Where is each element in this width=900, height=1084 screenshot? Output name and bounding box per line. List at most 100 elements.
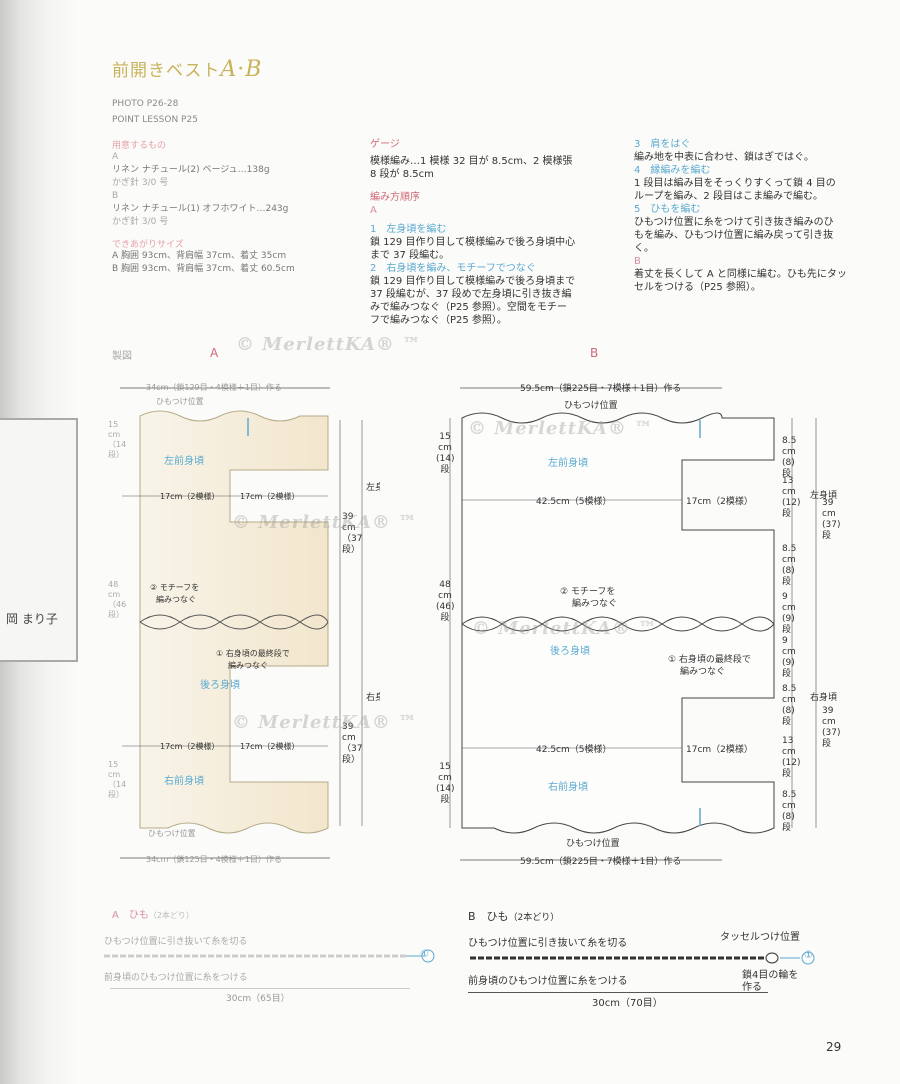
step2-line4: フで編みつなぐ（P25 参照）。	[370, 315, 507, 326]
cord-a-line1: ひもつけ位置に引き抜いて糸を切る	[104, 937, 248, 947]
materials-b-label: B	[112, 191, 119, 201]
page-number: 29	[826, 1040, 842, 1054]
cord-b-title: B ひも（2本どり）	[468, 910, 560, 923]
title-ab: A·B	[220, 57, 263, 82]
cord-b-line2: 前身頃のひもつけ位置に糸をつける	[468, 976, 628, 987]
diagram-b-motif-band	[461, 616, 775, 632]
instructions-a: A	[370, 205, 377, 216]
step1-line2: まで 37 段編む。	[370, 250, 450, 261]
diagram-a-h15: 15 cm（14段）	[108, 420, 127, 459]
size-b: B 胸囲 93cm、背肩幅 37cm、着丈 60.5cm	[112, 264, 295, 274]
gauge-heading: ゲージ	[370, 139, 400, 150]
size-heading: できあがりサイズ	[112, 240, 184, 250]
watermark-4: © MerlettKA® ™	[472, 618, 658, 639]
cord-a-num: ①	[420, 949, 429, 960]
photo-ref: PHOTO P26-28	[112, 99, 179, 109]
diagram-b-bottom-width: 59.5cm（鎖225目・7模様＋1目）作る	[520, 855, 681, 867]
diagram-b-bottom-tie: ひもつけ位置	[566, 837, 620, 849]
diagram-a-w17c: 17cm（2模様）	[160, 741, 219, 751]
diagram-a-left-body-val: 39 cm（37段）	[342, 512, 363, 555]
diagram-section-label: 製図	[112, 351, 132, 362]
diagram-a-top-tie: ひもつけ位置	[156, 396, 204, 406]
step1-line1: 鎖 129 目作り目して模様編みで後ろ身頃中心	[370, 237, 576, 248]
diagram-a-bottom-width: 34cm（鎖125目・4模様＋1目）作る	[146, 854, 282, 864]
step4-line1: 1 段目は編み目をそっくりすくって鎖 4 目の	[634, 178, 836, 189]
diagram-a-back: 後ろ身頃	[200, 678, 240, 691]
watermark-2: © MerlettKA® ™	[468, 418, 654, 439]
diagram-a-motif1: ② モチーフを	[150, 583, 199, 592]
diagram-b: 59.5cm（鎖225目・7模様＋1目）作る ひもつけ位置 左前身頃 42.5c…	[449, 382, 837, 867]
diagram-b-back: 後ろ身頃	[550, 644, 590, 657]
step2-title: 2 右身頃を編み、モチーフでつなぐ	[370, 263, 536, 274]
diagram-b-join2: 編みつなぐ	[680, 665, 725, 677]
diagram-b-motif1: ② モチーフを	[560, 586, 615, 597]
step4-title: 4 縁編みを編む	[634, 165, 711, 176]
step5-title: 5 ひもを編む	[634, 204, 701, 215]
diagram-b-join1: ① 右身頃の最終段で	[668, 653, 751, 665]
cord-b-circle	[801, 951, 815, 965]
point-lesson-ref: POINT LESSON P25	[112, 115, 198, 125]
diagram-a-h46: 48 cm（46段）	[108, 580, 127, 619]
diagram-a: 34cm（鎖129目・4模様＋1目）作る ひもつけ位置 左前身頃 17cm（2模…	[120, 382, 380, 864]
diagram-b-w42: 42.5cm（5模様）	[536, 495, 611, 507]
materials-block: 用意するもの A リネン ナチュール(2) ベージュ…138g かぎ針 3/0 …	[112, 138, 332, 276]
step5-line2: もを編み、ひもつけ位置に編み戻って引き抜	[634, 230, 834, 241]
diagram-a-label: A	[210, 346, 219, 360]
gauge-block: ゲージ 模様編み…1 模様 32 目が 8.5cm、2 模様張 8 段が 8.5…	[370, 138, 620, 327]
diagram-b-right-front: 右前身頃	[548, 780, 588, 793]
cord-b-ring-label: 鎖4目の輪を作る	[742, 970, 799, 993]
gauge-line1: 模様編み…1 模様 32 目が 8.5cm、2 模様張	[370, 156, 573, 167]
materials-a-yarn: リネン ナチュール(2) ベージュ…138g	[112, 165, 270, 175]
diagram-a-bottom-tie: ひもつけ位置	[148, 828, 196, 838]
diagram-b-w17b: 17cm（2模様）	[686, 743, 753, 755]
diagram-b-label: B	[590, 346, 599, 360]
cord-b-dim	[468, 992, 768, 993]
instructions-b: B	[634, 256, 641, 267]
diagram-a-w17a: 17cm（2模様）	[160, 491, 219, 501]
diagram-b-w42b: 42.5cm（5模様）	[536, 743, 611, 755]
diagram-b-motif2: 編みつなぐ	[572, 597, 617, 609]
cord-a-circle	[421, 949, 435, 963]
adjacent-page-author: 岡 まり子	[6, 612, 58, 626]
step2-line2: 37 段編むが、37 段めで左身頃に引き抜き編	[370, 289, 572, 300]
cord-a-drawing	[104, 949, 435, 963]
diagram-b-top-tie: ひもつけ位置	[564, 399, 618, 411]
diagram-a-w17d: 17cm（2模様）	[240, 741, 299, 751]
diagram-b-left-body: 左身頃	[810, 489, 837, 501]
materials-b-needle: かぎ針 3/0 号	[112, 217, 169, 227]
diagram-a-join1: ① 右身頃の最終段で	[216, 648, 290, 658]
watermark-1: © MerlettKA® ™	[236, 334, 422, 355]
step3-title: 3 肩をはぐ	[634, 139, 691, 150]
materials-a-needle: かぎ針 3/0 号	[112, 178, 169, 188]
diagram-a-right-body: 右身頃	[366, 691, 380, 703]
cord-b-tassel: タッセルつけ位置	[720, 932, 800, 943]
size-a: A 胸囲 93cm、背肩幅 37cm、着丈 35cm	[112, 251, 287, 261]
diagram-a-w17b: 17cm（2模様）	[240, 491, 299, 501]
step3-line1: 編み地を中表に合わせ、鎖はぎではぐ。	[634, 152, 814, 163]
diagram-b-right-body: 右身頃	[810, 691, 837, 703]
diagram-a-h15b: 15 cm（14段）	[108, 760, 127, 799]
watermark-5: © MerlettKA® ™	[232, 712, 418, 733]
cord-a-length: 30cm（65目）	[226, 994, 290, 1004]
diagram-b-w17: 17cm（2模様）	[686, 495, 753, 507]
adjacent-page-frame	[0, 418, 78, 662]
instructions-heading: 編み方順序	[370, 192, 420, 203]
page-title: 前開きベストA·B	[112, 56, 262, 82]
step2-line1: 鎖 129 目作り目して模様編みで後ろ身頃まで	[370, 276, 576, 287]
gauge-line2: 8 段が 8.5cm	[370, 169, 434, 180]
step1-title: 1 左身頃を編む	[370, 224, 447, 235]
diagram-a-left-front: 左前身頃	[164, 454, 204, 467]
title-text: 前開きベスト	[112, 61, 221, 81]
diagram-b-top-width: 59.5cm（鎖225目・7模様＋1目）作る	[520, 382, 681, 394]
cord-a-title: A ひも（2本どり）	[112, 910, 194, 921]
